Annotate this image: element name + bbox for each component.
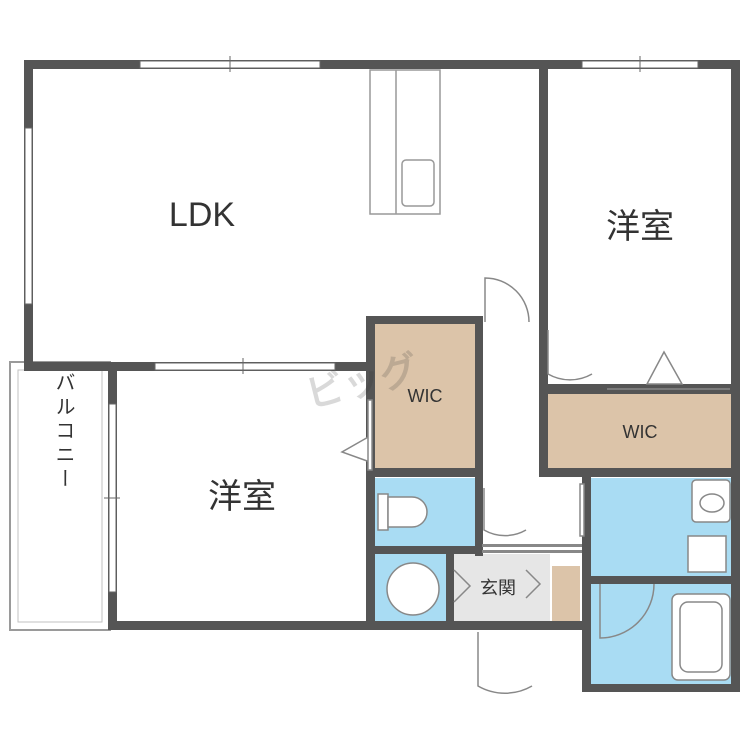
wic-right-label: WIC (623, 422, 658, 442)
wic-center-label: WIC (408, 386, 443, 406)
washing-machine (386, 562, 440, 616)
entrance-label: 玄関 (480, 578, 516, 599)
washbasin (687, 479, 731, 573)
balcony-label: バルコニー (52, 372, 76, 492)
western-room-right-label: 洋室 (606, 207, 674, 247)
wic-center-area (374, 322, 476, 468)
ldk-label: LDK (169, 196, 235, 234)
doors (340, 277, 730, 694)
kitchen-counter (369, 69, 441, 215)
wic-right-area (546, 394, 736, 468)
shoe-closet (552, 566, 580, 622)
toilet-fixture (377, 493, 428, 531)
entrance-area (452, 554, 550, 624)
windows (24, 56, 699, 593)
bathtub (671, 593, 731, 681)
western-room-left-label: 洋室 (208, 477, 276, 517)
